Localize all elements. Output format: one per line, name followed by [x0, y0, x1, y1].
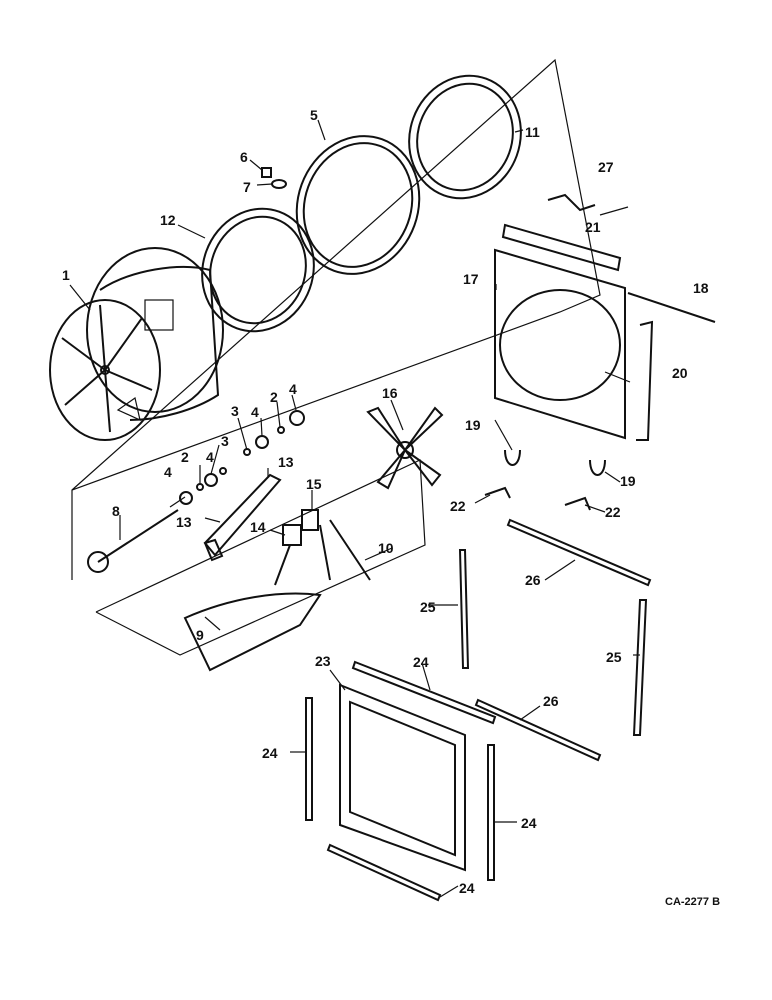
braces-13 — [203, 473, 282, 562]
callout-20: 20 — [672, 365, 688, 381]
callout-3-low: 3 — [221, 433, 229, 449]
callout-24-left: 24 — [262, 745, 278, 761]
leader-lines — [69, 119, 640, 898]
callout-21: 21 — [585, 219, 601, 235]
strip-24-d — [326, 843, 442, 902]
callout-3-top: 3 — [231, 403, 239, 419]
callout-15: 15 — [306, 476, 322, 492]
callout-22-b: 22 — [605, 504, 621, 520]
callout-25-a: 25 — [420, 599, 436, 615]
clip-22-a — [484, 486, 511, 499]
upper-frame-outline — [71, 58, 601, 580]
rod-18 — [627, 292, 716, 323]
callout-labels: 1 12 5 6 7 11 27 21 17 18 20 16 4 2 3 4 … — [62, 107, 709, 896]
callout-24-right: 24 — [521, 815, 537, 831]
ring-11 — [408, 74, 522, 200]
bracket-15 — [301, 509, 319, 531]
callout-24-top: 24 — [413, 654, 429, 670]
callout-14: 14 — [250, 519, 266, 535]
callout-19-b: 19 — [620, 473, 636, 489]
shield-9 — [183, 592, 322, 672]
callout-26-a: 26 — [525, 572, 541, 588]
shaft-8 — [87, 509, 179, 573]
shroud-drum — [49, 247, 224, 441]
callout-13-right: 13 — [278, 454, 294, 470]
strip-26-b — [474, 698, 602, 762]
callout-23: 23 — [315, 653, 331, 669]
callout-7: 7 — [243, 179, 251, 195]
radiator-shroud-17 — [494, 248, 626, 440]
callout-27: 27 — [598, 159, 614, 175]
callout-18: 18 — [693, 280, 709, 296]
strip-25-b — [632, 599, 648, 736]
callout-9: 9 — [196, 627, 204, 643]
bracket-14 — [282, 524, 302, 546]
callout-5: 5 — [310, 107, 318, 123]
callout-17: 17 — [463, 271, 479, 287]
callout-16: 16 — [382, 385, 398, 401]
fan-16 — [366, 406, 444, 490]
callout-13-left: 13 — [176, 514, 192, 530]
strip-25-a — [458, 549, 470, 669]
callout-4-mid: 4 — [251, 404, 259, 420]
strip-21 — [501, 223, 622, 272]
gasket-ring-5 — [295, 135, 421, 275]
drawing-code: CA-2277 B — [665, 896, 720, 908]
callout-25-b: 25 — [606, 649, 622, 665]
callout-22-a: 22 — [450, 498, 466, 514]
callout-4-left: 4 — [164, 464, 172, 480]
callout-2-top: 2 — [270, 389, 278, 405]
callout-6: 6 — [240, 149, 248, 165]
bolt-6 — [261, 167, 272, 178]
u-clip-19-a — [504, 449, 521, 466]
callout-1: 1 — [62, 267, 70, 283]
callout-24-bottom: 24 — [459, 880, 475, 896]
support-10 — [274, 519, 371, 586]
strip-24-a — [351, 660, 497, 725]
callout-12: 12 — [160, 212, 176, 228]
callout-8: 8 — [112, 503, 120, 519]
ring-12 — [201, 207, 315, 333]
bracket-27 — [547, 193, 596, 212]
strip-24-c — [487, 744, 495, 881]
callout-4-top: 4 — [289, 381, 297, 397]
u-clip-19-b — [589, 459, 606, 476]
callout-4-low: 4 — [206, 449, 214, 465]
callout-26-b: 26 — [543, 693, 559, 709]
clip-22-b — [564, 496, 591, 511]
rod-20 — [636, 320, 654, 441]
lower-frame-outline — [95, 459, 426, 656]
callout-11: 11 — [525, 124, 540, 140]
callout-10: 10 — [378, 540, 394, 556]
nut-7 — [271, 179, 287, 189]
callout-2-low: 2 — [181, 449, 189, 465]
radiator-core-23 — [339, 683, 466, 872]
strip-24-b — [305, 697, 313, 821]
callout-19-a: 19 — [465, 417, 481, 433]
strip-26-a — [506, 518, 652, 587]
